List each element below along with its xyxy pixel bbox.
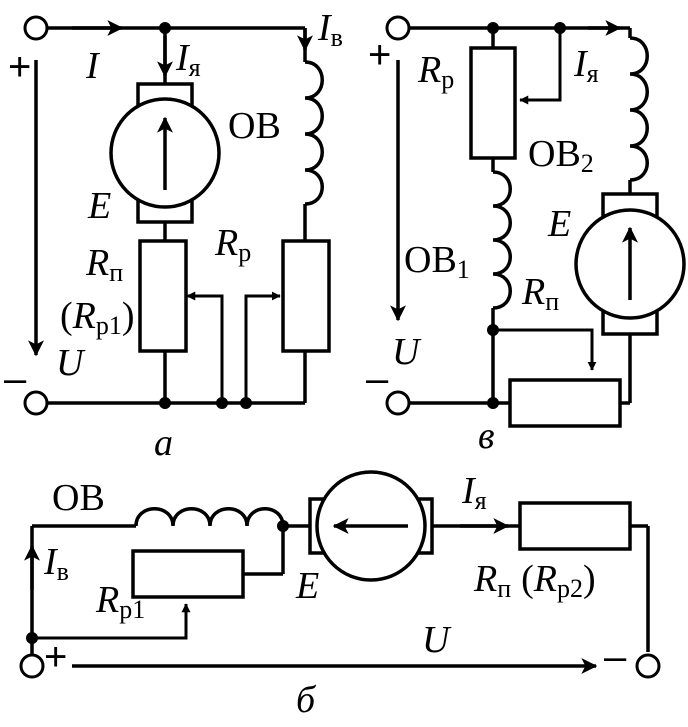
- caption-b: б: [296, 679, 317, 721]
- field-winding-label: ОВ: [228, 105, 281, 147]
- emf-label: E: [295, 565, 319, 607]
- voltage-label: U: [422, 619, 452, 661]
- junction-node: [26, 632, 38, 644]
- field-winding-2-label: ОВ2: [528, 133, 594, 178]
- armature-motor: [308, 470, 434, 582]
- junction-node: [216, 397, 228, 409]
- junction-node: [159, 22, 171, 34]
- rheostat: [469, 46, 517, 160]
- junction-node: [240, 397, 252, 409]
- junction-node: [487, 397, 499, 409]
- armature-motor: [574, 192, 686, 336]
- current-armature-label: Iя: [461, 470, 487, 515]
- starter-resistor: [518, 501, 632, 551]
- circuit-b: ОВ Iв Rр1 E Iя Rп(Rр2) U + – б: [19, 470, 661, 721]
- current-armature-label: Iя: [175, 37, 201, 82]
- junction-node: [554, 22, 566, 34]
- starter-resistor-label: Rп: [521, 271, 559, 316]
- plus-sign: +: [44, 635, 67, 679]
- emf-label: E: [547, 203, 571, 245]
- field-winding-coil: [304, 60, 324, 206]
- terminal-plus: [19, 653, 45, 679]
- circuit-a: + – I Iя Iв ОВ E Rп (Rр1) Rр U а: [4, 7, 343, 464]
- starter-alt-label: (Rр1): [60, 295, 135, 340]
- field-rheostat: [281, 239, 331, 353]
- field-rheostat-label: Rр: [214, 222, 251, 267]
- field-winding-2-coil: [629, 36, 649, 182]
- shunt-rheostat-label: Rр1: [95, 579, 145, 624]
- plus-sign: +: [8, 45, 31, 89]
- field-winding-1-label: ОВ1: [404, 239, 470, 284]
- field-winding-coil: [134, 507, 285, 527]
- rheostat-label: Rр: [417, 49, 454, 94]
- field-winding-label: ОВ: [52, 477, 105, 519]
- terminal-minus: [23, 390, 49, 416]
- shunt-rheostat: [131, 549, 245, 599]
- current-total-label: I: [85, 45, 101, 87]
- starter-resistor: [508, 378, 622, 428]
- minus-sign: –: [604, 635, 627, 679]
- terminal-minus: [385, 390, 411, 416]
- terminal-minus: [635, 653, 661, 679]
- circuit-c: + – Rр Iя ОВ2 E ОВ1 Rп U в: [366, 15, 686, 457]
- starter-resistor: [138, 239, 188, 353]
- current-field-label: Iв: [317, 7, 343, 52]
- caption-c: в: [478, 415, 495, 457]
- plus-sign: +: [368, 33, 391, 77]
- emf-label: E: [87, 185, 111, 227]
- junction-node: [159, 397, 171, 409]
- starter-resistor-label: Rп(Rр2): [473, 558, 596, 603]
- minus-sign: –: [4, 357, 27, 401]
- terminal-plus: [23, 15, 49, 41]
- caption-a: а: [154, 422, 173, 464]
- voltage-label: U: [392, 331, 422, 373]
- voltage-label: U: [56, 342, 86, 384]
- junction-node: [487, 324, 499, 336]
- field-winding-1-coil: [492, 170, 512, 310]
- starter-resistor-label: Rп: [85, 242, 123, 287]
- armature-motor: [109, 82, 221, 224]
- current-armature-label: Iя: [573, 43, 599, 88]
- junction-node: [487, 22, 499, 34]
- current-field-label: Iв: [43, 541, 69, 586]
- minus-sign: –: [366, 357, 389, 401]
- terminal-plus: [385, 15, 411, 41]
